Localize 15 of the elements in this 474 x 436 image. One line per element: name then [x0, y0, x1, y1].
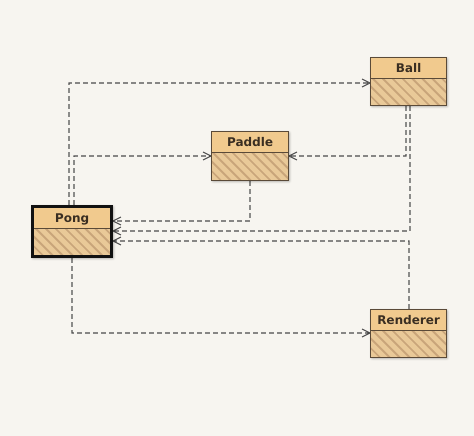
class-box [211, 131, 289, 181]
dependency-arrow [112, 106, 411, 236]
class-name: Paddle [212, 132, 288, 153]
dependency-arrow [68, 78, 371, 205]
dependency-arrow [73, 151, 212, 205]
class-box [31, 205, 113, 258]
dependency-arrow [288, 106, 407, 161]
dependency-arrow [112, 181, 251, 226]
class-name: Ball [371, 58, 446, 79]
dependency-arrow [71, 258, 371, 338]
class-name: Renderer [371, 310, 446, 331]
class-box [370, 309, 447, 358]
class-name: Pong [34, 208, 110, 229]
dependency-arrow [112, 236, 410, 309]
class-box [370, 57, 447, 106]
